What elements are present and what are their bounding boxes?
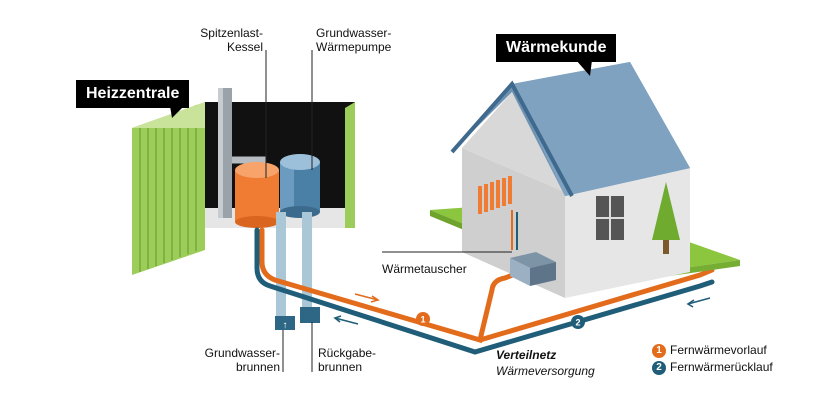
grundwasser-waermepumpe-label: Grundwasser-Wärmepumpe xyxy=(316,26,392,54)
pipe-badge-1: 1 xyxy=(416,312,430,326)
customer-house xyxy=(430,62,740,298)
spitzenlast-kessel-label: Spitzenlast-Kessel xyxy=(200,26,263,54)
rueckgabebrunnen-label: Rückgabe-brunnen xyxy=(318,346,377,374)
legend-item-supply: 1 Fernwärmevorlauf xyxy=(652,343,767,358)
heating-plant: ↑ xyxy=(132,88,355,331)
waermetauscher-label: Wärmetauscher xyxy=(382,262,467,276)
legend-label-1: Fernwärmevorlauf xyxy=(670,343,767,357)
svg-text:2: 2 xyxy=(575,318,580,328)
svg-text:↑: ↑ xyxy=(283,320,288,331)
legend-number-1: 1 xyxy=(652,343,666,358)
legend-item-return: 2 Fernwärmerücklauf xyxy=(652,360,773,375)
legend-label-2: Fernwärmerücklauf xyxy=(670,360,773,374)
waermekunde-pointer xyxy=(576,60,592,76)
verteilnetz-label: Verteilnetz xyxy=(496,348,557,362)
grundwasserbrunnen-label: Grundwasser-brunnen xyxy=(204,346,280,374)
heizzentrale-pointer xyxy=(170,106,184,118)
legend-number-2: 2 xyxy=(652,360,666,375)
waermeversorgung-label: Wärmeversorgung xyxy=(496,364,595,378)
heizzentrale-label: Heizzentrale xyxy=(76,80,190,108)
waermekunde-label: Wärmekunde xyxy=(496,34,617,62)
return-pipe xyxy=(254,227,715,355)
leader-lines xyxy=(265,50,512,372)
pipe-badge-2: 2 xyxy=(571,315,585,329)
svg-text:1: 1 xyxy=(420,315,425,325)
